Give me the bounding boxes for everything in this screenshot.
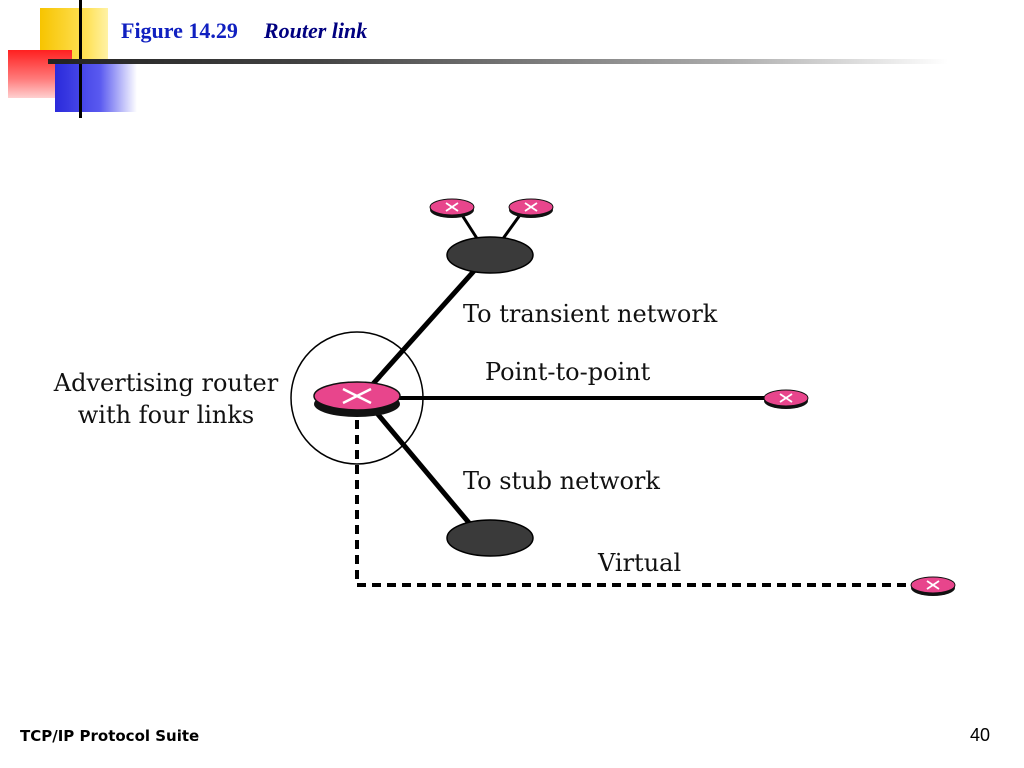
link-transient [370,260,484,387]
figure-label: Figure 14.29 [121,18,238,43]
label-advertising-router: Advertising router [53,369,279,397]
footer-text: TCP/IP Protocol Suite [20,727,200,745]
slide-title: Figure 14.29 Router link [121,18,367,44]
title-underline [48,59,948,64]
link-stub [374,410,477,532]
label-point-to-point: Point-to-point [485,358,651,386]
label-transient-network: To transient network [463,300,718,328]
label-four-links: with four links [78,401,255,429]
transient-network [446,236,534,274]
router-top-right [508,198,554,218]
label-stub-network: To stub network [463,467,660,495]
link-virtual [355,420,915,587]
router-top-left [429,198,475,218]
branch-right [500,214,522,241]
branch-left [460,214,480,241]
router-point-to-point [763,389,809,409]
figure-title: Router link [263,18,368,43]
router-boundary-circle [290,331,424,465]
decorative-blue-square [55,62,137,112]
router-advertising [313,381,401,417]
stub-network [446,519,534,557]
router-virtual [910,576,956,596]
page-number: 40 [970,725,991,745]
label-virtual: Virtual [597,549,681,577]
